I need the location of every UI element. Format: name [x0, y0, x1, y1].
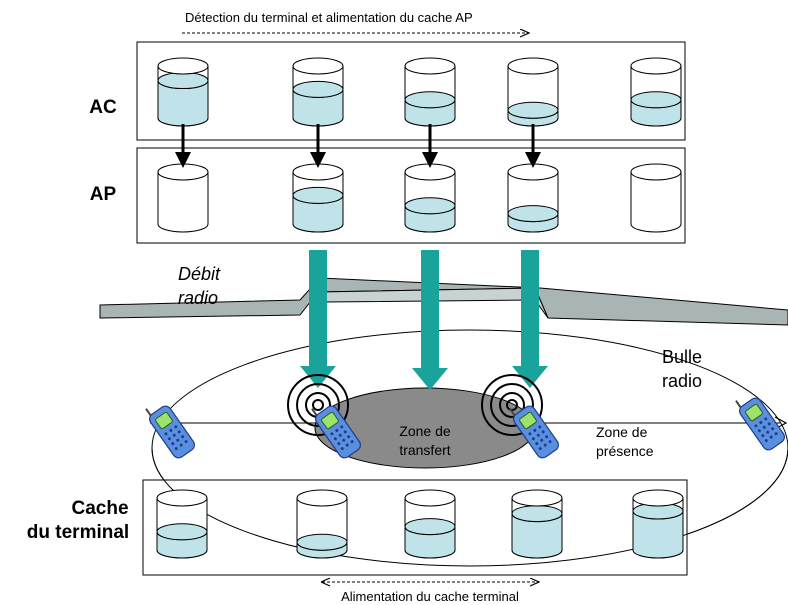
- ac-to-ap-arrow-3: [422, 124, 438, 168]
- ac-cache-2: [292, 57, 344, 127]
- bubble-label-line2: radio: [662, 371, 702, 391]
- debit-label-line1: Débit: [178, 264, 221, 284]
- ap-cache-5: [630, 163, 682, 233]
- ac-cache-3: [404, 57, 456, 127]
- terminal-cache-5: [632, 489, 684, 559]
- presence-zone-line2: présence: [596, 443, 654, 459]
- ac-to-ap-arrow-4: [525, 124, 541, 168]
- transfer-arrow-2: [412, 250, 448, 390]
- ap-cache-1: [157, 163, 209, 233]
- terminal-cache-3: [404, 489, 456, 559]
- terminal-cache-2: [296, 489, 348, 559]
- radio-waves-icon: [481, 374, 543, 436]
- transfer-zone-line1: Zone de: [399, 423, 451, 439]
- terminal-cache-4: [511, 489, 563, 559]
- row-label-ap: AP: [90, 184, 117, 205]
- caption-terminal-feed: Alimentation du cache terminal: [341, 589, 519, 604]
- ap-cache-4: [507, 163, 559, 233]
- row-label-terminal-line2: du terminal: [27, 522, 129, 543]
- row-label-ac: AC: [89, 97, 117, 118]
- ap-cache-3: [404, 163, 456, 233]
- ac-cache-4: [507, 57, 559, 127]
- terminal-cache-1: [156, 489, 208, 559]
- debit-label-line2: radio: [178, 288, 218, 308]
- ac-to-ap-arrow-2: [310, 124, 326, 168]
- ap-cache-2: [292, 163, 344, 233]
- ac-cache-5: [630, 57, 682, 127]
- mobile-phone-icon: [145, 405, 195, 459]
- row-label-terminal-line1: Cache: [71, 498, 128, 519]
- transfer-arrow-3: [512, 250, 548, 388]
- ac-to-ap-arrow-1: [175, 124, 191, 168]
- caption-ap-feed: Détection du terminal et alimentation du…: [185, 10, 473, 25]
- mobile-phone-icon: [311, 405, 361, 459]
- transfer-zone-line2: transfert: [399, 442, 450, 458]
- mobile-phone-icon: [509, 405, 559, 459]
- presence-zone-line1: Zone de: [596, 424, 648, 440]
- bubble-label-line1: Bulle: [662, 347, 702, 367]
- transfer-arrow-1: [300, 250, 336, 388]
- ac-cache-1: [157, 57, 209, 127]
- mobile-phone-icon: [735, 397, 785, 451]
